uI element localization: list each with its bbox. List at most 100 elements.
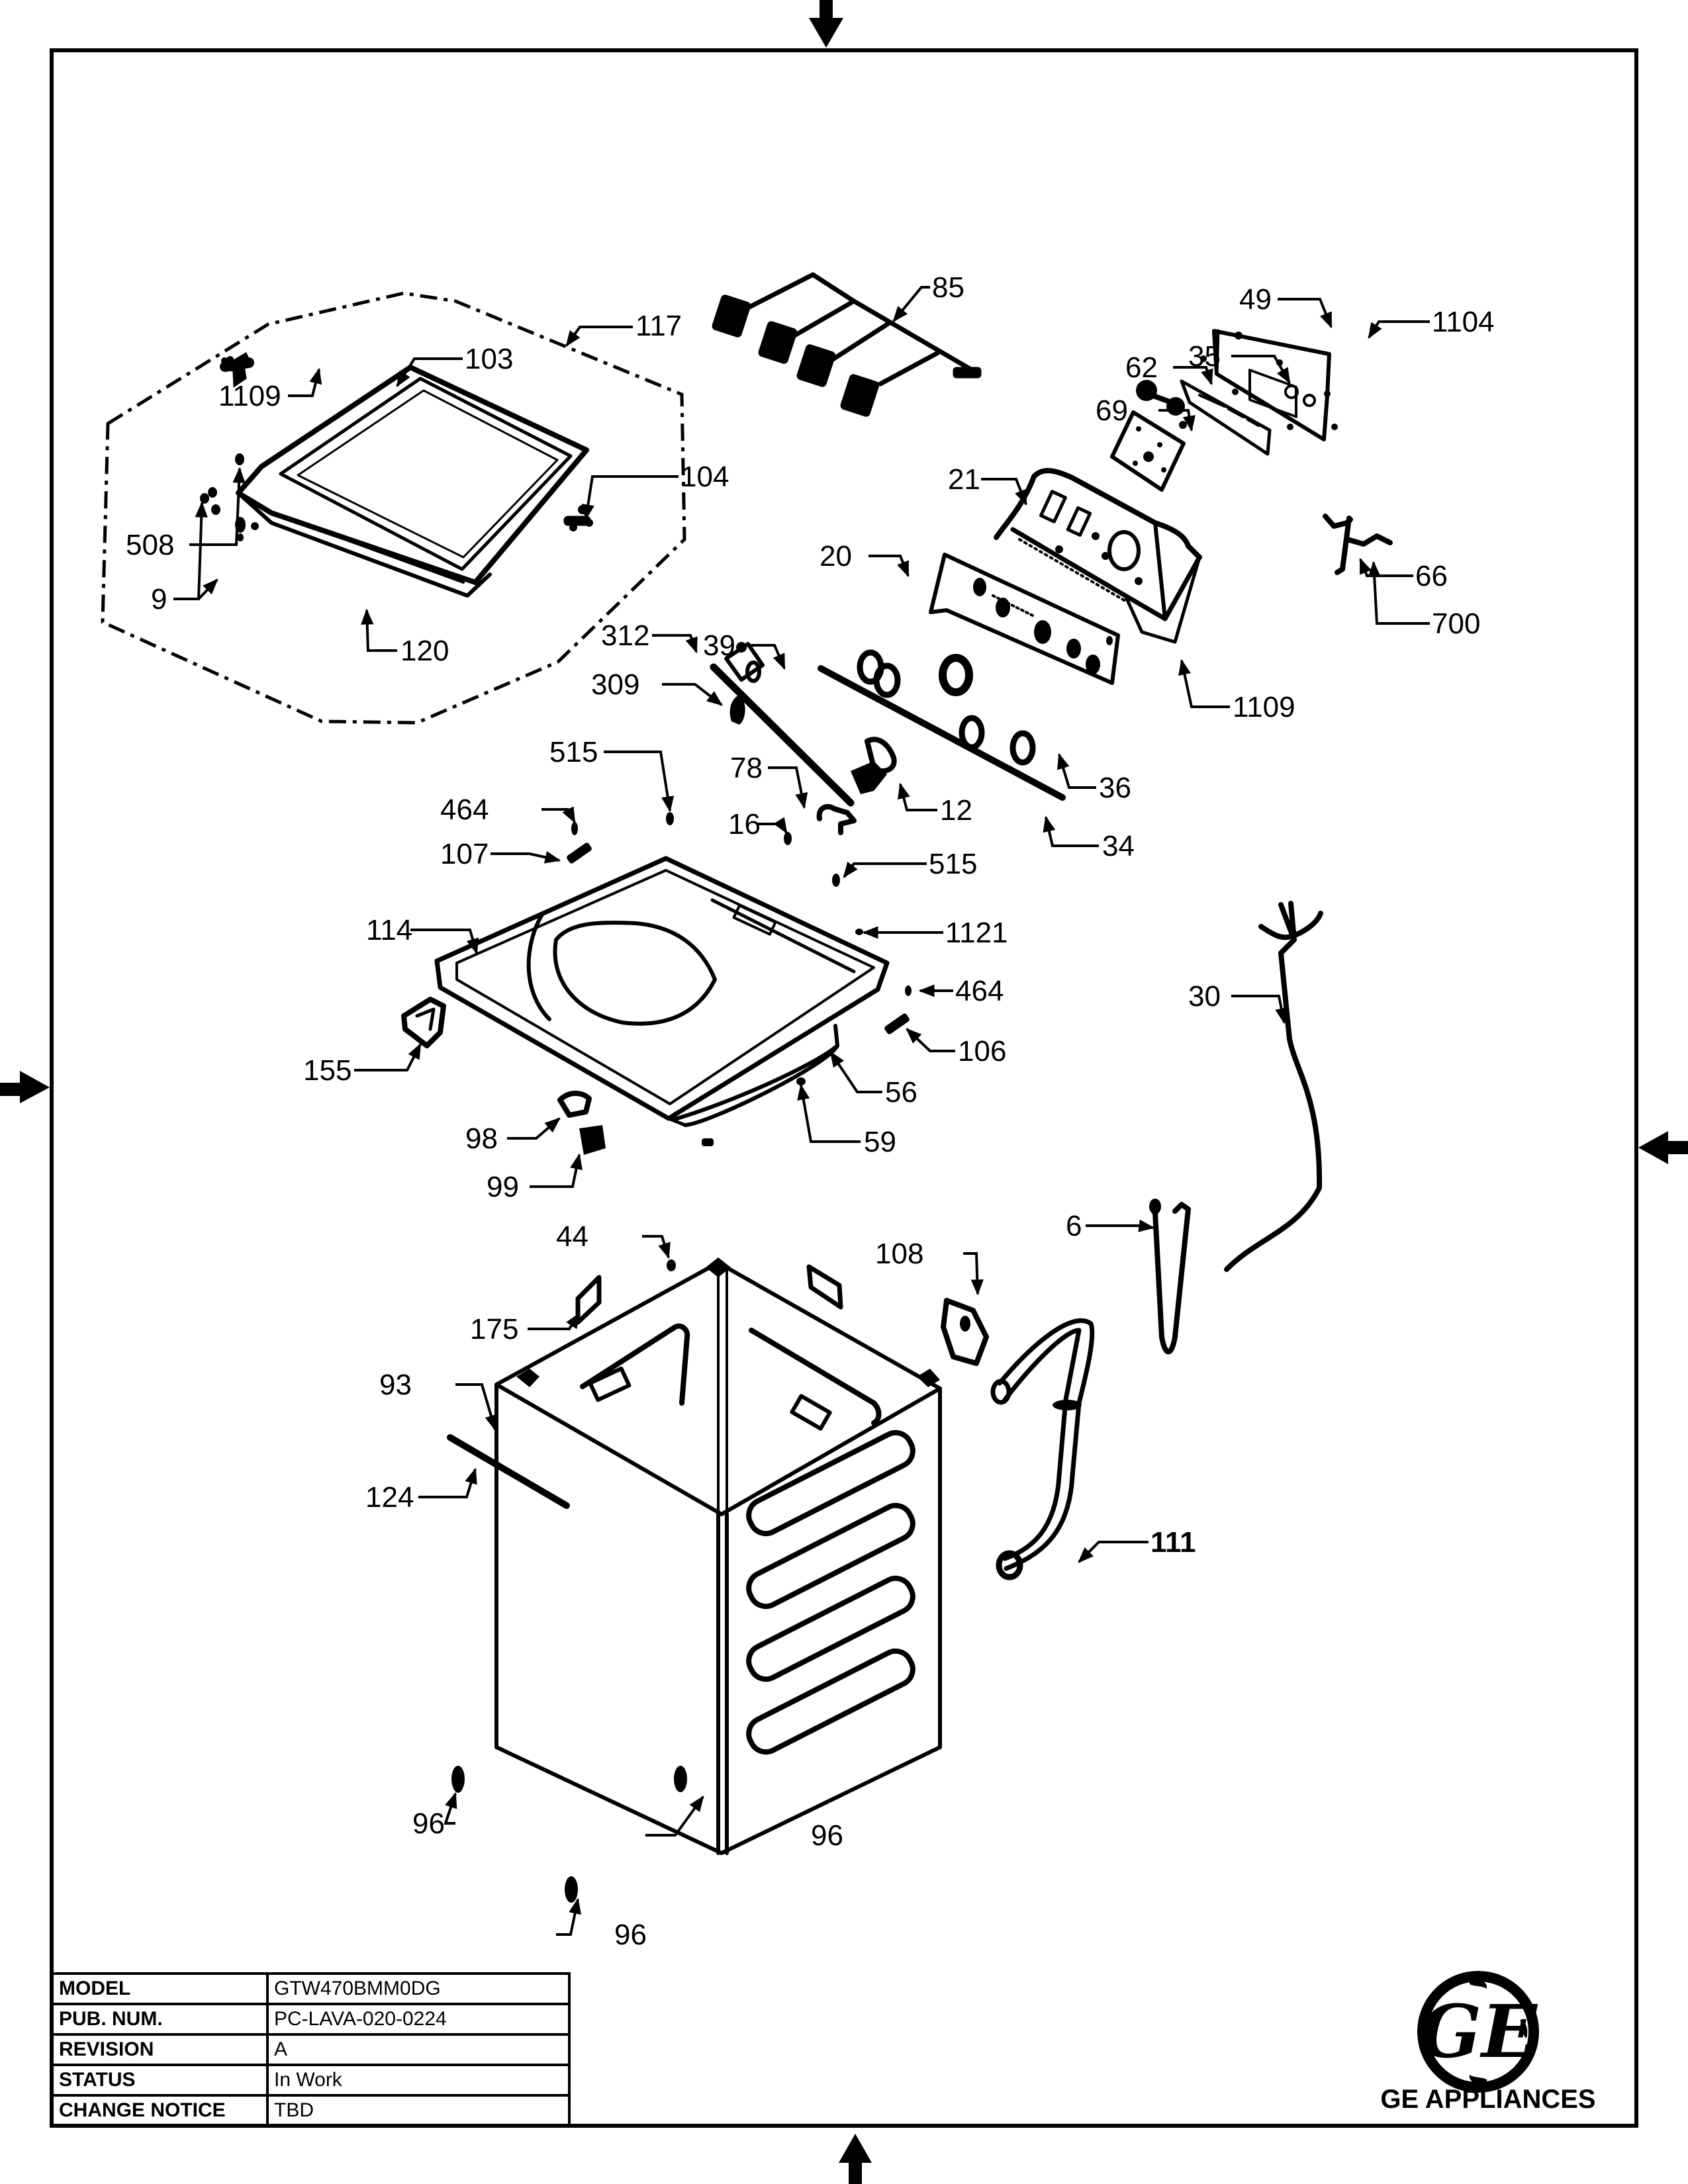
callout-16: 16 <box>728 808 761 841</box>
fastener <box>702 1138 714 1146</box>
callout-114: 114 <box>366 914 412 946</box>
callout-515-upper: 515 <box>549 736 598 768</box>
callout-98: 98 <box>465 1122 498 1155</box>
light-pipe-34 <box>818 665 1066 801</box>
part-312 <box>724 642 765 683</box>
title-value-model: GTW470BMM0DG <box>266 1972 571 2005</box>
title-value-change-notice: TBD <box>266 2094 571 2127</box>
callout-6: 6 <box>1066 1210 1082 1242</box>
part-309 <box>729 696 745 725</box>
ge-monogram-logo-icon: GE <box>1417 1971 1539 2093</box>
callout-155: 155 <box>303 1054 352 1087</box>
callout-107: 107 <box>440 838 489 870</box>
callout-1104: 1104 <box>1432 306 1495 338</box>
callout-1109-lid: 1109 <box>218 380 281 412</box>
title-row-model: MODEL GTW470BMM0DG <box>51 1972 571 2005</box>
callout-59: 59 <box>864 1126 896 1158</box>
callout-1109-console: 1109 <box>1233 691 1295 723</box>
centering-arrow-right <box>1638 1131 1688 1164</box>
callout-30: 30 <box>1188 980 1221 1013</box>
callout-124: 124 <box>365 1481 414 1514</box>
knob-36 <box>959 715 1036 766</box>
part-44 <box>667 1259 676 1271</box>
centering-arrow-left <box>0 1071 50 1103</box>
leveling-foot-96b <box>674 1766 687 1792</box>
hinge-bracket-106 <box>884 1013 910 1034</box>
screw-9b <box>208 487 217 498</box>
screw-9c <box>211 504 220 515</box>
pad-175 <box>575 1275 602 1325</box>
callout-93: 93 <box>379 1369 412 1401</box>
hose-30 <box>1224 901 1323 1272</box>
callout-99: 99 <box>487 1171 519 1203</box>
callout-508: 508 <box>126 529 174 561</box>
part-98 <box>557 1091 592 1118</box>
lid-hinge-103 <box>220 352 254 388</box>
drain-hose-111 <box>990 1318 1095 1580</box>
rod-34 <box>710 663 855 807</box>
seal-56 <box>671 1044 839 1122</box>
control-panel-cover-49 <box>1200 329 1338 441</box>
bracket-155 <box>401 997 446 1048</box>
callout-120: 120 <box>400 635 449 667</box>
title-value-revision: A <box>266 2033 571 2066</box>
lid-switch-12 <box>851 737 897 794</box>
title-block-table: MODEL GTW470BMM0DG PUB. NUM. PC-LAVA-020… <box>51 1972 571 2127</box>
callout-106: 106 <box>958 1035 1006 1068</box>
callout-56: 56 <box>885 1076 917 1109</box>
callout-20: 20 <box>820 540 852 572</box>
title-row-pub-num: PUB. NUM. PC-LAVA-020-0224 <box>51 2003 571 2036</box>
part-78 <box>816 804 857 835</box>
title-row-status: STATUS In Work <box>51 2064 571 2097</box>
screw-515b <box>832 874 840 887</box>
callout-49: 49 <box>1239 283 1272 316</box>
screw-59 <box>796 1077 806 1085</box>
pad-175b <box>806 1264 843 1310</box>
brand-logo: GE <box>1357 1933 1622 2105</box>
wire-harness-66-700 <box>1323 514 1393 575</box>
callout-69: 69 <box>1096 394 1128 427</box>
callout-36: 36 <box>1099 772 1131 804</box>
screw-1109 <box>221 357 228 364</box>
callout-103: 103 <box>465 343 513 375</box>
centering-arrow-top <box>809 0 843 48</box>
valve-108 <box>941 1298 989 1366</box>
screw-9a <box>200 493 209 504</box>
title-key-change-notice: CHANGE NOTICE <box>51 2094 269 2127</box>
control-console-21 <box>994 468 1202 644</box>
lid-hinge-104 <box>563 505 593 531</box>
leveling-foot-96c <box>565 1876 578 1903</box>
callout-175: 175 <box>470 1313 518 1345</box>
panel-insert-35 <box>1180 379 1272 456</box>
callout-700: 700 <box>1432 608 1480 640</box>
cabinet-93 <box>494 1257 942 1855</box>
callout-34: 34 <box>1102 830 1135 862</box>
part-99 <box>579 1125 606 1155</box>
lid-assembly-boundary <box>101 291 686 725</box>
callout-312: 312 <box>601 619 649 652</box>
title-value-status: In Work <box>266 2064 571 2097</box>
switch-62 <box>1136 380 1187 429</box>
callout-104: 104 <box>680 461 729 493</box>
title-key-status: STATUS <box>51 2064 269 2097</box>
lid-part <box>236 365 589 598</box>
brand-name: GE APPLIANCES <box>1380 2085 1596 2114</box>
control-panel-overlay-20 <box>929 553 1120 685</box>
screw-464a <box>571 822 578 835</box>
callout-62: 62 <box>1125 351 1158 384</box>
title-key-pub-num: PUB. NUM. <box>51 2003 269 2036</box>
callout-21: 21 <box>948 463 980 496</box>
callout-12: 12 <box>940 794 972 827</box>
title-row-change-notice: CHANGE NOTICE TBD <box>51 2094 571 2127</box>
callout-39: 39 <box>703 629 735 662</box>
callout-464-upper: 464 <box>440 794 489 826</box>
strip-124 <box>447 1434 570 1509</box>
top-panel-114 <box>434 856 890 1127</box>
callout-78: 78 <box>730 752 763 784</box>
clip-16 <box>784 832 792 845</box>
callout-96-bottom: 96 <box>614 1919 647 1951</box>
callout-96-left: 96 <box>412 1807 445 1840</box>
hinge-bracket-107 <box>567 842 592 864</box>
